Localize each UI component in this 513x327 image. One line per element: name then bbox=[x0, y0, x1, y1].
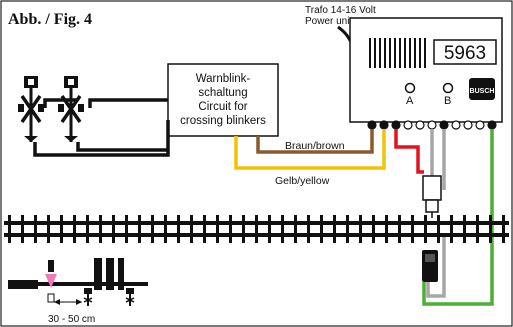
terminal-7 bbox=[439, 120, 449, 130]
brand-logo: BUSCH bbox=[469, 78, 495, 100]
vent-slots bbox=[369, 38, 426, 68]
brand-logo-text: BUSCH bbox=[470, 88, 495, 95]
yellow-wire bbox=[234, 129, 386, 170]
button-a-label: A bbox=[406, 95, 414, 107]
inset-distance-label: 30 - 50 cm bbox=[48, 314, 95, 325]
terminal-10 bbox=[475, 120, 485, 130]
terminal-1 bbox=[367, 120, 377, 130]
terminal-3 bbox=[391, 120, 401, 130]
button-b-label: B bbox=[444, 95, 451, 107]
terminal-6 bbox=[427, 120, 437, 130]
button-a[interactable] bbox=[404, 82, 416, 94]
train-icon bbox=[8, 280, 38, 289]
model-number: 5963 bbox=[444, 43, 486, 64]
power-unit-line1: Trafo 14-16 Volt bbox=[305, 5, 376, 16]
terminal-4 bbox=[403, 120, 413, 130]
sensor-contact bbox=[422, 175, 442, 218]
grey-wire-right-lower bbox=[426, 234, 446, 298]
signal-wires bbox=[33, 98, 170, 157]
terminal-row bbox=[367, 120, 497, 130]
sensor-marker bbox=[45, 274, 57, 288]
layout-inset: 30 - 50 cm bbox=[8, 258, 148, 325]
power-unit-line2: Power unit bbox=[305, 16, 352, 27]
brown-wire-label: Braun/brown bbox=[285, 140, 345, 152]
crossing-signal-left bbox=[18, 76, 44, 142]
red-wire bbox=[394, 129, 424, 174]
blinker-line4: crossing blinkers bbox=[180, 115, 266, 127]
blinker-line3: Circuit for bbox=[198, 101, 247, 113]
track-magnet bbox=[422, 250, 438, 282]
blinker-line1: Warnblink- bbox=[196, 73, 251, 85]
blinker-line2: schaltung bbox=[198, 87, 247, 99]
terminal-8 bbox=[451, 120, 461, 130]
terminal-9 bbox=[463, 120, 473, 130]
control-module: 5963 A B BUSCH bbox=[349, 17, 503, 123]
terminal-11 bbox=[487, 120, 497, 130]
crossing-signal-right bbox=[58, 76, 84, 142]
yellow-wire-label: Gelb/yellow bbox=[275, 175, 330, 187]
railway-track bbox=[4, 215, 509, 243]
blinker-circuit-box: Warnblink- schaltung Circuit for crossin… bbox=[167, 63, 279, 137]
button-b[interactable] bbox=[442, 82, 454, 94]
figure-label: Abb. / Fig. 4 bbox=[8, 11, 92, 28]
brown-wire bbox=[256, 129, 374, 154]
model-number-display bbox=[433, 39, 497, 65]
terminal-5 bbox=[415, 120, 425, 130]
terminal-2 bbox=[379, 120, 389, 130]
